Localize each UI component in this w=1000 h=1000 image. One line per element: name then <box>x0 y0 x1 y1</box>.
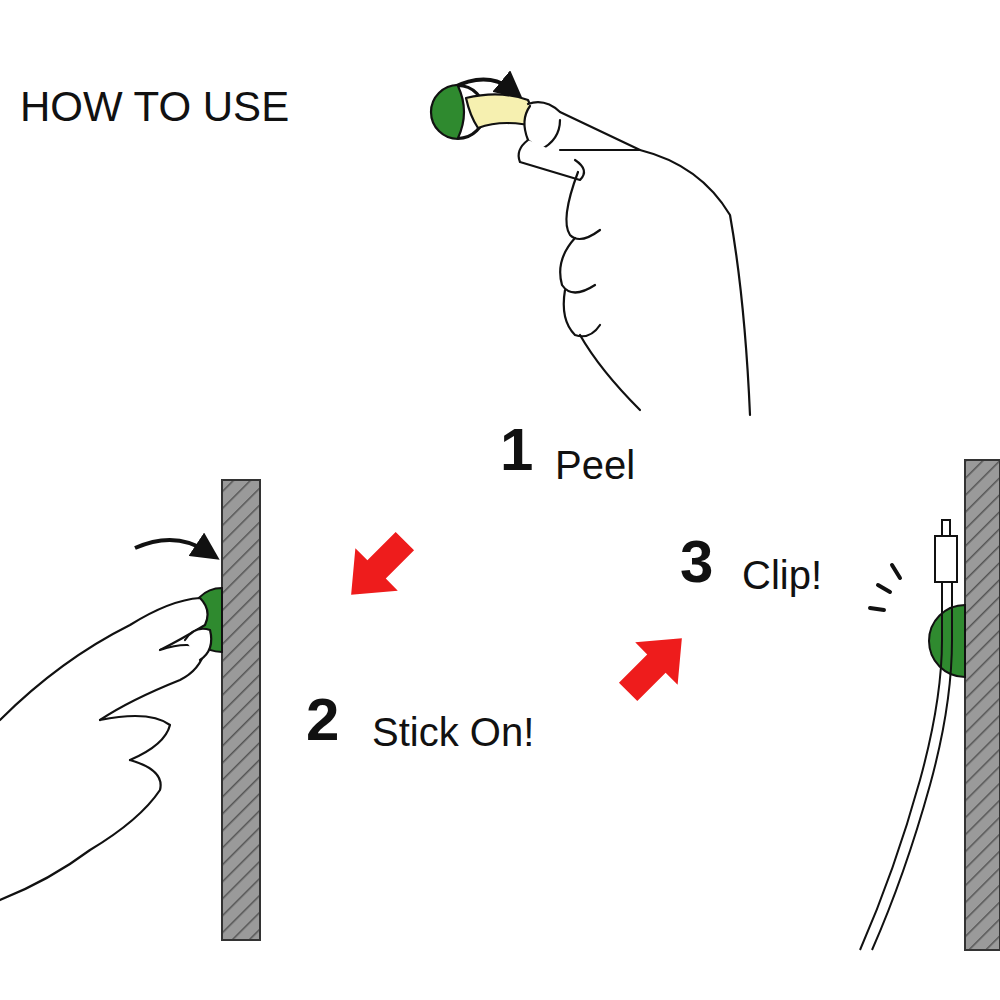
step-number: 2 <box>306 690 339 750</box>
step-text: Peel <box>555 445 635 485</box>
step-number: 3 <box>680 532 713 592</box>
step-text: Stick On! <box>372 712 534 752</box>
stick-illustration <box>0 480 260 940</box>
page-title: HOW TO USE <box>20 86 289 128</box>
flow-arrow <box>607 617 703 713</box>
clip-illustration <box>860 460 1000 950</box>
peel-illustration <box>431 79 750 415</box>
step-text: Clip! <box>742 555 822 595</box>
flow-arrow <box>330 520 426 616</box>
step-number: 1 <box>500 420 533 480</box>
